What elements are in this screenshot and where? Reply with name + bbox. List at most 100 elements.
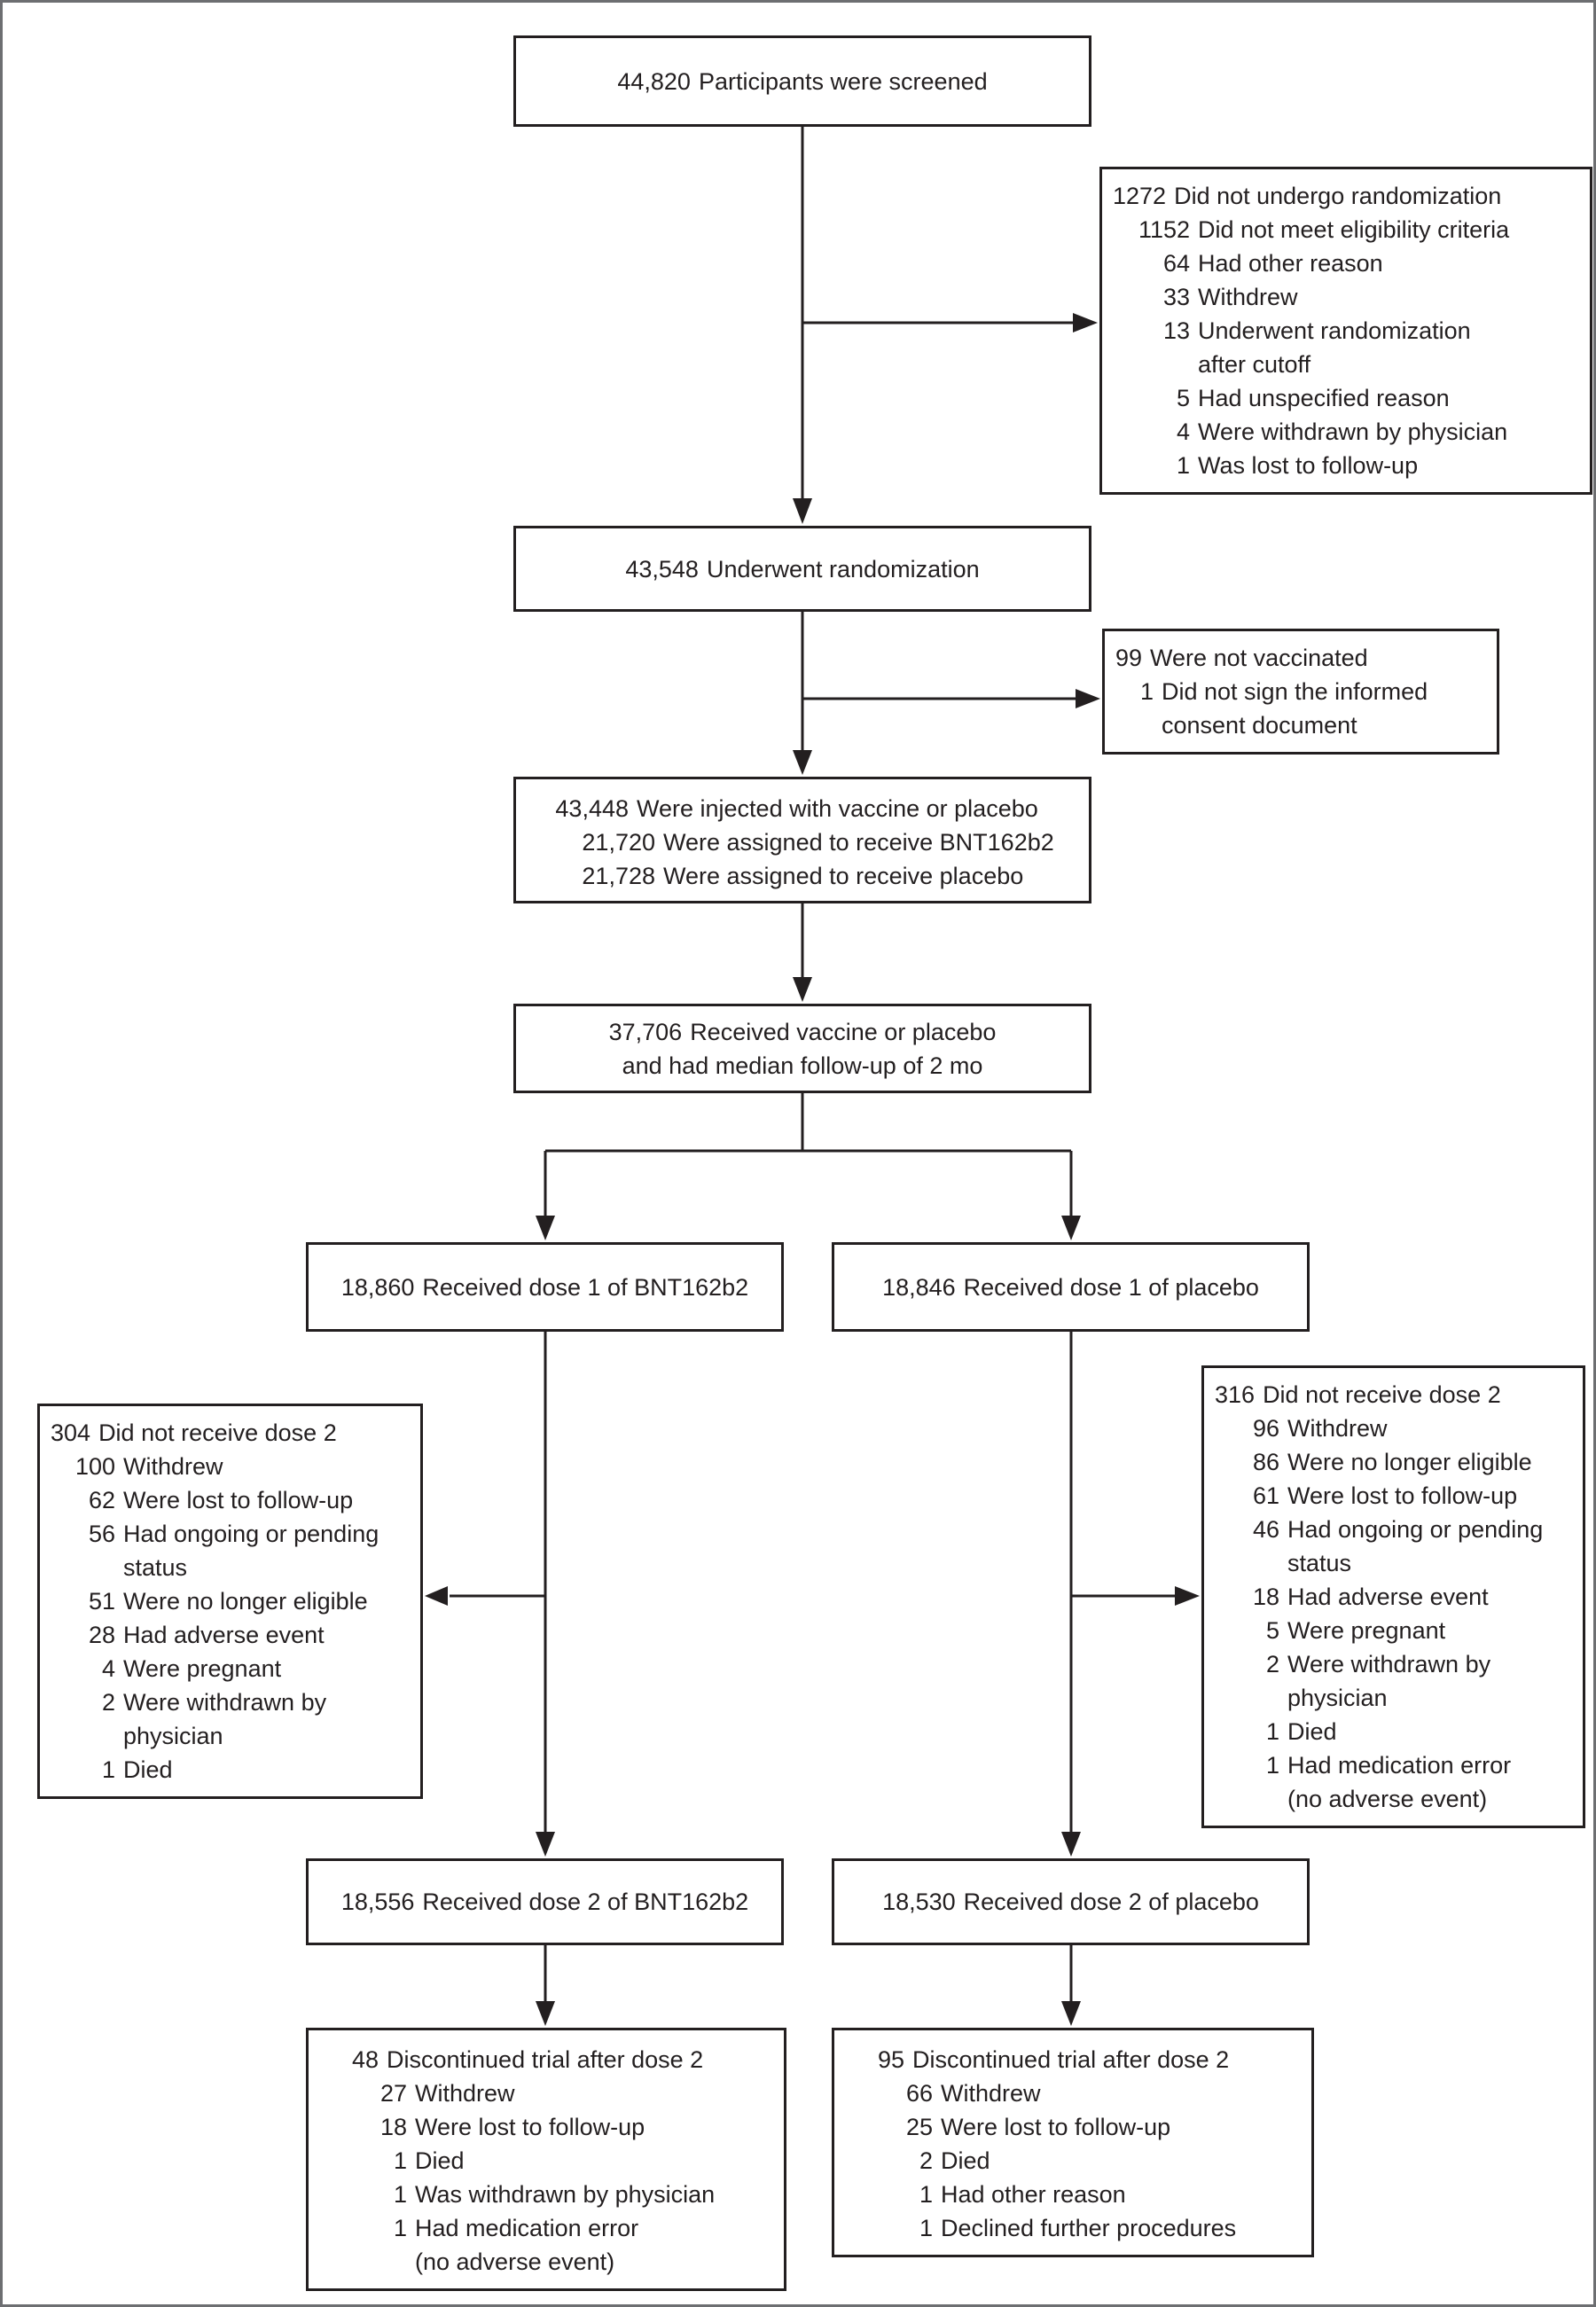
count-value: 18,846: [882, 1273, 956, 1301]
count-value: 1: [919, 2215, 933, 2241]
reason-label: and had median follow-up of 2 mo: [622, 1052, 983, 1079]
reason-label: Withdrew: [1198, 284, 1298, 310]
reason-label: Were no longer eligible: [123, 1588, 368, 1615]
reason-label: Participants were screened: [698, 67, 988, 95]
reason-label: Had medication error(no adverse event): [415, 2215, 639, 2275]
box-followup: 37,706 Received vaccine or placebo and ha…: [513, 1004, 1091, 1093]
arrow-dose1-to-dose2-placebo: [1061, 1332, 1081, 1857]
count-value: 2: [1265, 1651, 1279, 1677]
flow-line: 1272 Did not undergo randomization: [1113, 179, 1579, 213]
reason-label: Received dose 1 of BNT162b2: [422, 1273, 749, 1301]
reason-label: Discontinued trial after dose 2: [387, 2046, 704, 2073]
reason-label: Withdrew: [123, 1453, 223, 1480]
flow-line: 62 Were lost to follow-up: [51, 1483, 410, 1517]
reason-label: Were lost to follow-up: [1287, 1482, 1518, 1509]
reason-label: Received dose 1 of placebo: [963, 1273, 1259, 1301]
flow-line: 1 Declined further procedures: [845, 2211, 1301, 2245]
flow-line: 61 Were lost to follow-up: [1215, 1479, 1572, 1513]
reason-label: Had other reason: [1198, 250, 1383, 277]
reason-list: 27 Withdrew 18 Were lost to follow-up 1 …: [319, 2076, 773, 2279]
reason-label: Died: [123, 1756, 173, 1783]
count-value: 61: [1252, 1482, 1279, 1509]
count-value: 1: [1265, 1718, 1279, 1745]
arrow-dose1-to-dose2-vaccine: [536, 1332, 555, 1857]
flow-line: 4 Were withdrawn by physician: [1113, 415, 1579, 449]
reason-label: Were lost to follow-up: [123, 1487, 354, 1513]
reason-label: Were pregnant: [1287, 1617, 1446, 1644]
flow-line: 28 Had adverse event: [51, 1618, 410, 1652]
reason-label: Had adverse event: [123, 1622, 325, 1648]
count-value: 18,860: [340, 1273, 415, 1301]
box-dose2-placebo: 18,530 Received dose 2 of placebo: [832, 1858, 1310, 1945]
count-value: 64: [1162, 250, 1190, 277]
flow-line: 18,530 Received dose 2 of placebo: [882, 1885, 1259, 1919]
reason-label: Were assigned to receive BNT162b2: [663, 829, 1054, 856]
reason-list: 100 Withdrew 62 Were lost to follow-up 5…: [51, 1450, 410, 1787]
count-value: 48: [351, 2046, 379, 2073]
arrow-randomized-to-injected: [793, 612, 812, 775]
arrow-dose2-to-discontinued-placebo: [1061, 1945, 1081, 2026]
count-value: 18,530: [882, 1889, 956, 1915]
reason-label: Died: [415, 2147, 465, 2174]
flow-line: 316 Did not receive dose 2: [1215, 1378, 1572, 1412]
count-value: 13: [1162, 317, 1190, 344]
reason-label: Did not receive dose 2: [1263, 1381, 1501, 1408]
flow-line: 18 Had adverse event: [1215, 1580, 1572, 1614]
flow-line: 25 Were lost to follow-up: [845, 2110, 1301, 2144]
arrow-split-to-dose1: [536, 1093, 1081, 1240]
count-value: 1272: [1113, 183, 1167, 209]
flow-line: 37,706 Received vaccine or placebo: [609, 1015, 997, 1049]
reason-label: Had medication error(no adverse event): [1287, 1752, 1512, 1812]
flow-line: 1 Died: [51, 1753, 410, 1787]
flow-line: 5 Had unspecified reason: [1113, 381, 1579, 415]
arrow-to-not-vaccinated: [802, 689, 1100, 708]
reason-label: Declined further procedures: [941, 2215, 1237, 2241]
box-not-randomized: 1272 Did not undergo randomization 1152 …: [1099, 167, 1592, 495]
flow-line: 51 Were no longer eligible: [51, 1584, 410, 1618]
reason-label: Had adverse event: [1287, 1584, 1489, 1610]
arrow-to-no-dose2-placebo: [1071, 1586, 1200, 1606]
count-value: 43,548: [625, 555, 699, 583]
count-value: 96: [1252, 1415, 1279, 1442]
count-value: 18: [379, 2114, 407, 2140]
reason-label: Withdrew: [415, 2080, 515, 2107]
count-value: 28: [88, 1622, 115, 1648]
reason-label: Died: [941, 2147, 990, 2174]
count-value: 46: [1252, 1516, 1279, 1543]
count-value: 1152: [1138, 216, 1190, 243]
reason-label: Withdrew: [1287, 1415, 1388, 1442]
count-value: 18,556: [340, 1889, 415, 1915]
count-value: 25: [905, 2114, 933, 2140]
count-value: 4: [1176, 418, 1190, 445]
flow-line: 33 Withdrew: [1113, 280, 1579, 314]
flow-line: 2 Died: [845, 2144, 1301, 2178]
count-value: 56: [88, 1521, 115, 1547]
count-value: 37,706: [608, 1018, 683, 1045]
reason-label: Had unspecified reason: [1198, 385, 1450, 411]
count-value: 18: [1252, 1584, 1279, 1610]
count-value: 4: [101, 1655, 115, 1682]
reason-label: Discontinued trial after dose 2: [912, 2046, 1230, 2073]
reason-label: Received dose 2 of placebo: [963, 1889, 1259, 1915]
reason-label: Was lost to follow-up: [1198, 452, 1419, 479]
reason-label: Received vaccine or placebo: [690, 1018, 997, 1045]
flow-line: 1152 Did not meet eligibility criteria: [1113, 213, 1579, 246]
reason-label: Were not vaccinated: [1150, 645, 1368, 671]
count-value: 86: [1252, 1449, 1279, 1475]
box-discontinued-placebo: 95 Discontinued trial after dose 2 66 Wi…: [832, 2028, 1314, 2257]
count-value: 51: [88, 1588, 115, 1615]
count-value: 316: [1215, 1381, 1256, 1408]
count-value: 27: [379, 2080, 407, 2107]
